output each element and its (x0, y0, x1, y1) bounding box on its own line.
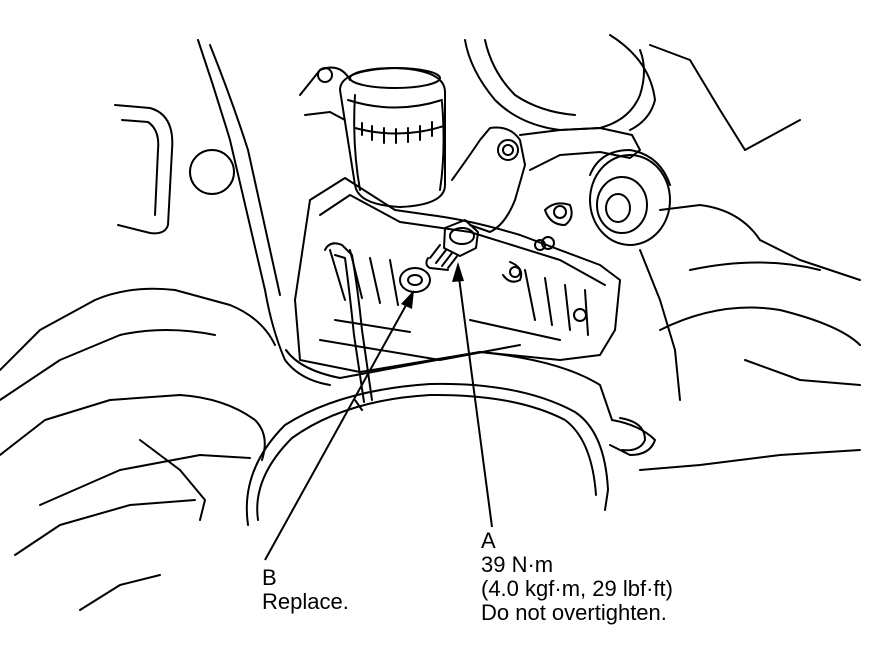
oil-pan (294, 177, 621, 373)
dipstick-tube (324, 242, 373, 411)
callout-a-torque-alt: (4.0 kgf·m, 29 lbf·ft) (481, 576, 673, 601)
leader-line-a (452, 262, 493, 528)
callout-a-note: Do not overtighten. (481, 600, 667, 625)
callout-a-letter: A (481, 528, 496, 553)
callout-a-label: A 39 N·m (4.0 kgf·m, 29 lbf·ft) Do not o… (481, 529, 673, 625)
callout-b-letter: B (262, 565, 277, 590)
callout-b-label: B Replace. (262, 566, 349, 614)
lower-ring (245, 349, 656, 526)
oil-filter (339, 67, 446, 208)
upper-right-component (464, 34, 861, 471)
drain-bolt (425, 219, 479, 271)
callout-a-torque: 39 N·m (481, 552, 554, 577)
sealing-washer (399, 267, 431, 293)
engine-block-left (0, 39, 331, 611)
callout-b-note: Replace. (262, 589, 349, 614)
leader-line-b (264, 290, 414, 561)
upper-bracket (299, 66, 641, 250)
